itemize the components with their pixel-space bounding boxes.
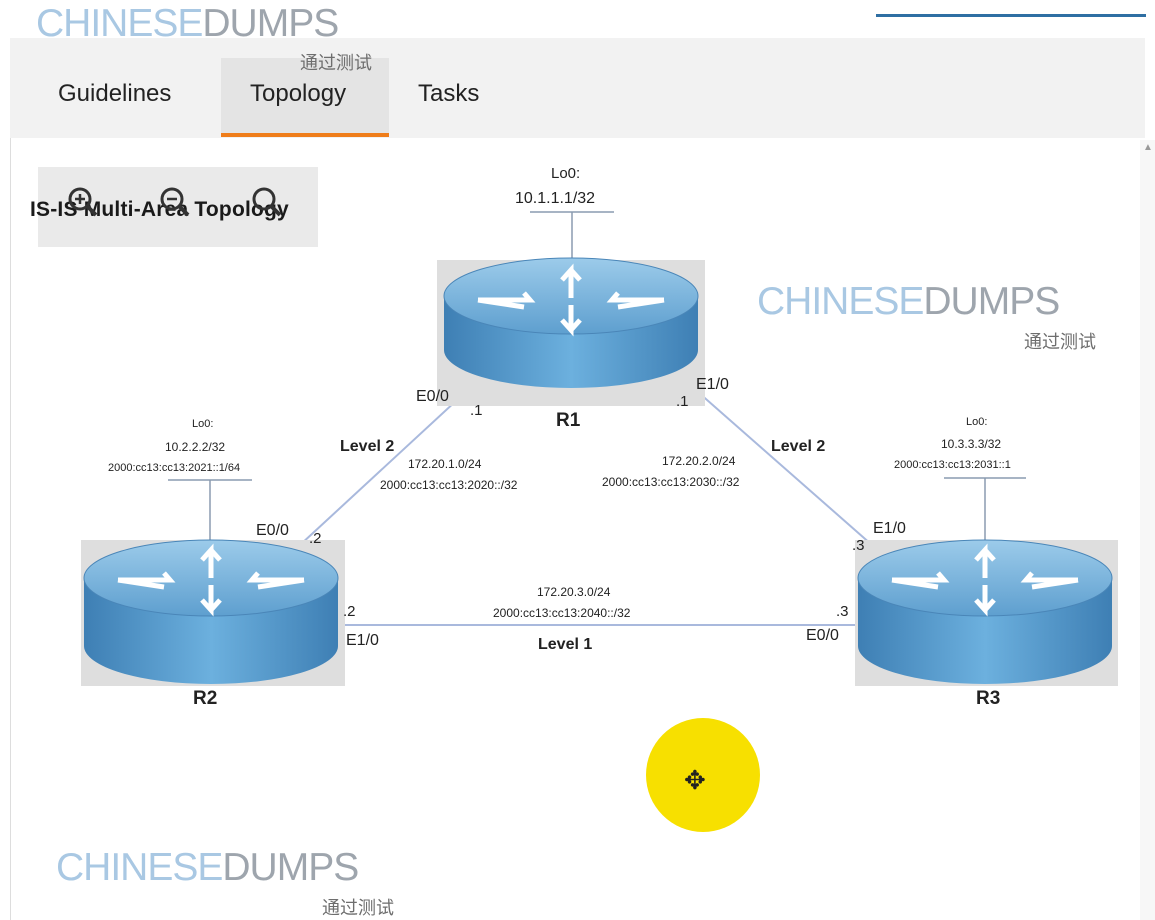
r1-e10-interface: E1/0 — [696, 376, 729, 393]
link-r1-r3 — [689, 384, 873, 546]
r2-loopback-ipv6: 2000:cc13:cc13:2021::1/64 — [108, 462, 241, 474]
watermark-top: CHINESEDUMPS — [36, 2, 339, 46]
r3-name: R3 — [976, 688, 1001, 709]
tab-guidelines[interactable]: Guidelines — [58, 80, 172, 107]
watermark-word-b: DUMPS — [222, 846, 359, 889]
watermark-bottom-sub: 通过测试 — [322, 898, 394, 918]
tab-bar — [10, 38, 1145, 138]
link-r1-r2 — [299, 387, 471, 546]
r1-e00-interface: E0/0 — [416, 388, 449, 405]
tab-active-indicator — [221, 133, 389, 137]
r1-e00-host: .1 — [470, 402, 483, 419]
r3-e10-host: .3 — [852, 537, 865, 554]
r3-loopback-ipv4: 10.3.3.3/32 — [941, 437, 1002, 451]
r2-loopback-ipv4: 10.2.2.2/32 — [165, 440, 226, 454]
progress-line — [876, 14, 1146, 17]
r2-e00-interface: E0/0 — [256, 522, 289, 539]
zoom-out-icon[interactable] — [158, 185, 192, 219]
r3-e00-host: .3 — [836, 603, 849, 620]
watermark-word-b: DUMPS — [202, 2, 339, 45]
r3-e10-interface: E1/0 — [873, 520, 906, 537]
link-r2-r3-ipv6: 2000:cc13:cc13:2040::/32 — [493, 606, 631, 620]
vertical-scrollbar[interactable] — [1140, 140, 1155, 920]
watermark-word-a: CHINESE — [56, 846, 223, 889]
watermark-word-a: CHINESE — [757, 280, 924, 323]
r1-loopback-ipv4: 10.1.1.1/32 — [515, 190, 596, 207]
link-r1-r3-ipv4: 172.20.2.0/24 — [662, 454, 736, 468]
zoom-reset-icon[interactable] — [250, 185, 284, 219]
tab-active-background — [221, 58, 389, 136]
r2-e00-host: .2 — [309, 530, 322, 547]
r2-e10-interface: E1/0 — [346, 632, 379, 649]
scroll-up-arrow-icon[interactable]: ▲ — [1143, 142, 1153, 153]
watermark-middle-sub: 通过测试 — [1024, 332, 1096, 352]
r3-e00-interface: E0/0 — [806, 627, 839, 644]
router-r1-icon — [437, 257, 705, 406]
tab-tasks[interactable]: Tasks — [418, 80, 480, 107]
watermark-bottom: CHINESEDUMPS — [56, 846, 359, 890]
r2-e10-host: .2 — [343, 603, 356, 620]
watermark-middle: CHINESEDUMPS — [757, 280, 1060, 324]
r3-loopback-ipv6: 2000:cc13:cc13:2031::1 — [894, 459, 1011, 471]
r2-name: R2 — [193, 688, 218, 709]
r1-name: R1 — [556, 410, 581, 431]
link-r1-r2-ipv4: 172.20.1.0/24 — [408, 457, 482, 471]
link-r2-r3-level: Level 1 — [538, 636, 593, 653]
r1-loopback-label: Lo0: — [551, 165, 581, 182]
cursor-highlight — [646, 718, 760, 832]
link-r1-r2-level: Level 2 — [340, 438, 395, 455]
link-r1-r2-ipv6: 2000:cc13:cc13:2020::/32 — [380, 478, 518, 492]
router-r3-icon — [855, 539, 1118, 686]
top-bar — [0, 0, 1155, 38]
watermark-word-b: DUMPS — [923, 280, 1060, 323]
router-r2-icon — [81, 539, 345, 686]
r2-loopback-label: Lo0: — [192, 418, 214, 430]
r1-e10-host: .1 — [676, 393, 689, 410]
watermark-word-a: CHINESE — [36, 2, 203, 45]
watermark-top-sub: 通过测试 — [300, 53, 372, 73]
move-cursor-icon: ✥ — [684, 765, 706, 795]
zoom-in-icon[interactable] — [66, 185, 100, 219]
link-r1-r3-level: Level 2 — [771, 438, 826, 455]
link-r1-r3-ipv6: 2000:cc13:cc13:2030::/32 — [602, 475, 740, 489]
link-r2-r3-ipv4: 172.20.3.0/24 — [537, 585, 611, 599]
r3-loopback-label: Lo0: — [966, 416, 988, 428]
tab-topology[interactable]: Topology — [250, 80, 347, 107]
